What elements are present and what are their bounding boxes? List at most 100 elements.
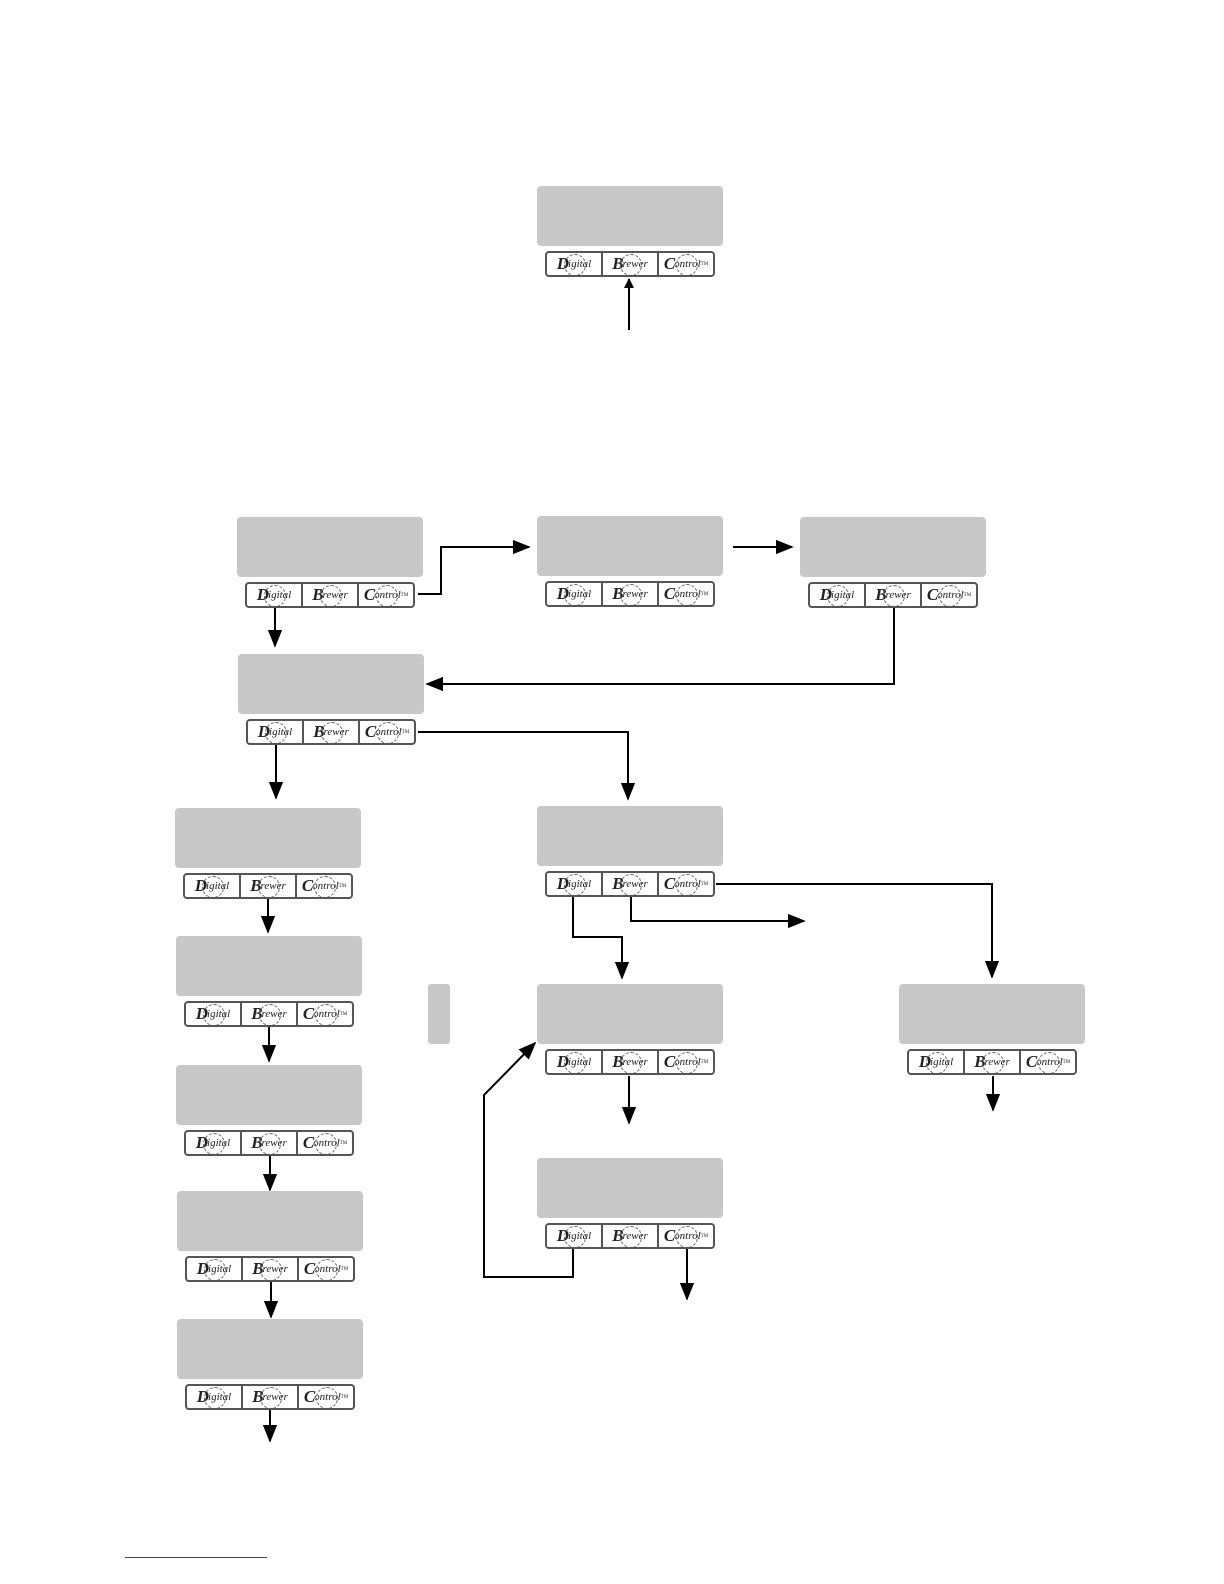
arrow-p13-loop-to-p12 (483, 1041, 574, 1278)
arrow-p11-to-p14 (716, 883, 1000, 979)
key-ring-icon (316, 1259, 338, 1280)
key-ring-icon (620, 1226, 642, 1247)
key-ring-icon (620, 874, 642, 895)
lcd-screen (800, 517, 986, 577)
key-ring-icon (260, 1259, 282, 1280)
key-ring-icon (620, 254, 642, 275)
key-ring-icon (564, 254, 586, 275)
key-ring-icon (258, 876, 280, 897)
key-ring-icon (926, 1052, 948, 1073)
arrow-p4-to-p5 (425, 607, 895, 692)
key-ring-icon (827, 585, 849, 606)
key-ring-icon (883, 585, 905, 606)
key-ring-icon (939, 585, 961, 606)
key-ring-icon (376, 585, 398, 606)
footer-link-rule (125, 1557, 267, 1558)
key-ring-icon (203, 1004, 225, 1025)
key-ring-icon (564, 584, 586, 605)
key-ring-icon (203, 1133, 225, 1154)
key-ring-icon (260, 1387, 282, 1408)
lcd-screen (537, 806, 723, 866)
lcd-screen (176, 936, 362, 996)
key-ring-icon (265, 722, 287, 743)
key-ring-icon (982, 1052, 1004, 1073)
key-ring-icon (321, 722, 343, 743)
key-ring-icon (676, 584, 698, 605)
key-ring-icon (1038, 1052, 1060, 1073)
arrow-p5-to-p11 (418, 731, 636, 801)
key-ring-icon (564, 1052, 586, 1073)
lcd-screen (537, 1158, 723, 1218)
key-ring-icon (620, 584, 642, 605)
lcd-screen (176, 1065, 362, 1125)
side-tab (428, 984, 450, 1044)
key-ring-icon (676, 1226, 698, 1247)
key-ring-icon (259, 1004, 281, 1025)
key-ring-icon (314, 876, 336, 897)
lcd-screen (177, 1191, 363, 1251)
lcd-screen (175, 808, 361, 868)
arrow-p11-brewer-exit (630, 897, 806, 929)
key-ring-icon (315, 1004, 337, 1025)
key-ring-icon (202, 876, 224, 897)
